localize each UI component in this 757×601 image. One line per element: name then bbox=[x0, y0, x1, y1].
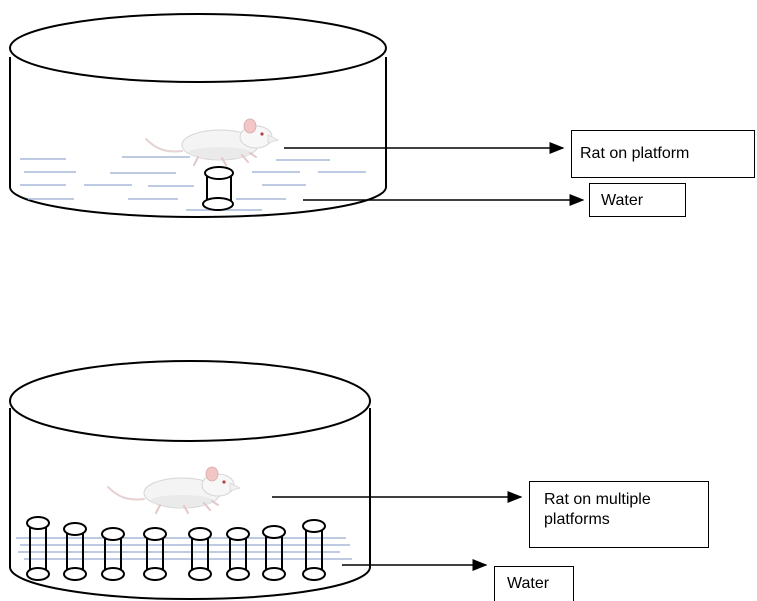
water-lines bbox=[16, 537, 352, 560]
label-water-top: Water bbox=[589, 183, 686, 217]
platform bbox=[101, 527, 125, 581]
tank-single-platform bbox=[9, 13, 585, 218]
label-water-bottom: Water bbox=[494, 566, 574, 601]
platform bbox=[188, 527, 212, 581]
tank-rim bbox=[9, 360, 371, 442]
platform bbox=[262, 525, 286, 581]
tank-multiple-platforms bbox=[9, 360, 523, 600]
platform bbox=[226, 527, 250, 581]
platform bbox=[26, 516, 50, 581]
platform bbox=[302, 519, 326, 581]
platforms bbox=[26, 516, 326, 581]
platform bbox=[63, 522, 87, 581]
label-rat-on-multiple-platforms: Rat on multiple platforms bbox=[529, 481, 709, 548]
platform bbox=[143, 527, 167, 581]
tank-rim bbox=[9, 13, 387, 83]
label-rat-on-platform: Rat on platform bbox=[571, 130, 755, 178]
platform bbox=[202, 166, 234, 211]
